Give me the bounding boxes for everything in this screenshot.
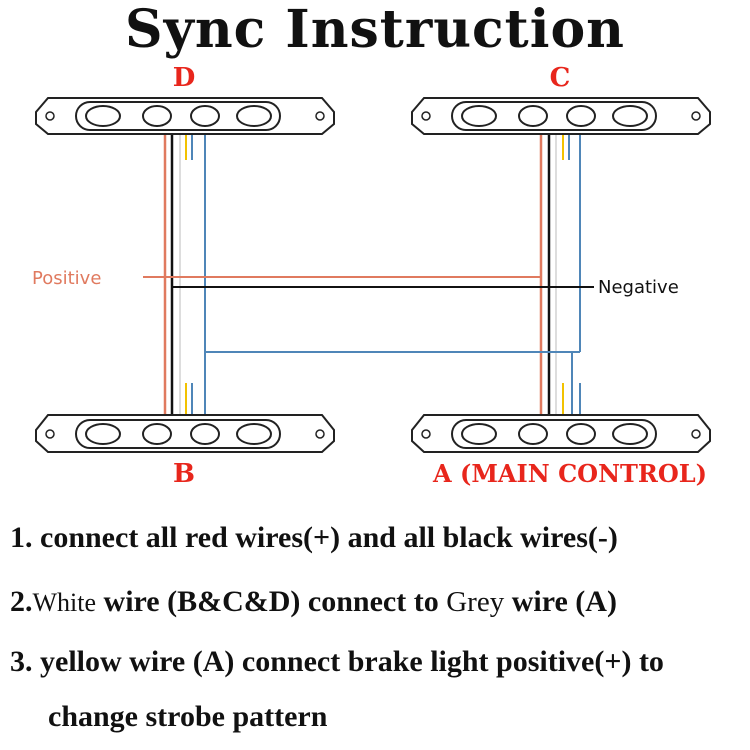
led-lens — [142, 423, 172, 445]
led-lens — [461, 105, 497, 127]
label-d: D — [173, 63, 196, 93]
mount-hole — [421, 111, 431, 121]
right-wire-bundle — [539, 130, 581, 414]
step-2-grey: Grey — [446, 586, 505, 618]
step-2: 2.White wire (B&C&D) connect to Grey wir… — [10, 585, 617, 619]
led-lens — [142, 105, 172, 127]
led-lens — [190, 423, 220, 445]
mount-hole — [315, 429, 325, 439]
light-bar-d — [35, 97, 335, 135]
step-2-white: White — [32, 588, 97, 617]
led-lens — [190, 105, 220, 127]
label-c: C — [550, 63, 571, 93]
led-lens — [612, 423, 648, 445]
step-2-middle: wire (B&C&D) connect to — [96, 585, 447, 618]
mount-hole — [45, 111, 55, 121]
lens-housing — [451, 101, 657, 131]
lens-housing — [75, 101, 281, 131]
led-lens — [612, 105, 648, 127]
lens-housing — [451, 419, 657, 449]
wiring-diagram: D C B A (MAIN CONTROL) Positive Negative — [32, 63, 711, 489]
led-lens — [518, 423, 548, 445]
label-a: A (MAIN CONTROL) — [432, 459, 707, 488]
led-lens — [85, 105, 121, 127]
mount-hole — [691, 429, 701, 439]
left-wire-bundle — [163, 130, 206, 414]
mount-hole — [45, 429, 55, 439]
step-2-number: 2. — [10, 585, 33, 618]
page-title: Sync Instruction — [125, 0, 625, 60]
step-3-line-2: change strobe pattern — [48, 700, 328, 733]
led-lens — [461, 423, 497, 445]
led-lens — [566, 105, 596, 127]
mount-hole — [315, 111, 325, 121]
light-bar-b — [35, 414, 335, 453]
step-2-end: wire (A) — [504, 585, 617, 618]
label-negative: Negative — [598, 277, 679, 298]
label-positive: Positive — [32, 268, 101, 289]
label-b: B — [173, 459, 195, 489]
step-1: 1. connect all red wires(+) and all blac… — [10, 521, 618, 554]
led-lens — [85, 423, 121, 445]
led-lens — [518, 105, 548, 127]
led-lens — [566, 423, 596, 445]
light-bar-a — [411, 414, 711, 453]
light-bar-c — [411, 97, 711, 135]
step-3-line-1: 3. yellow wire (A) connect brake light p… — [10, 645, 664, 678]
lens-housing — [75, 419, 281, 449]
mount-hole — [421, 429, 431, 439]
led-lens — [236, 105, 272, 127]
mount-hole — [691, 111, 701, 121]
led-lens — [236, 423, 272, 445]
